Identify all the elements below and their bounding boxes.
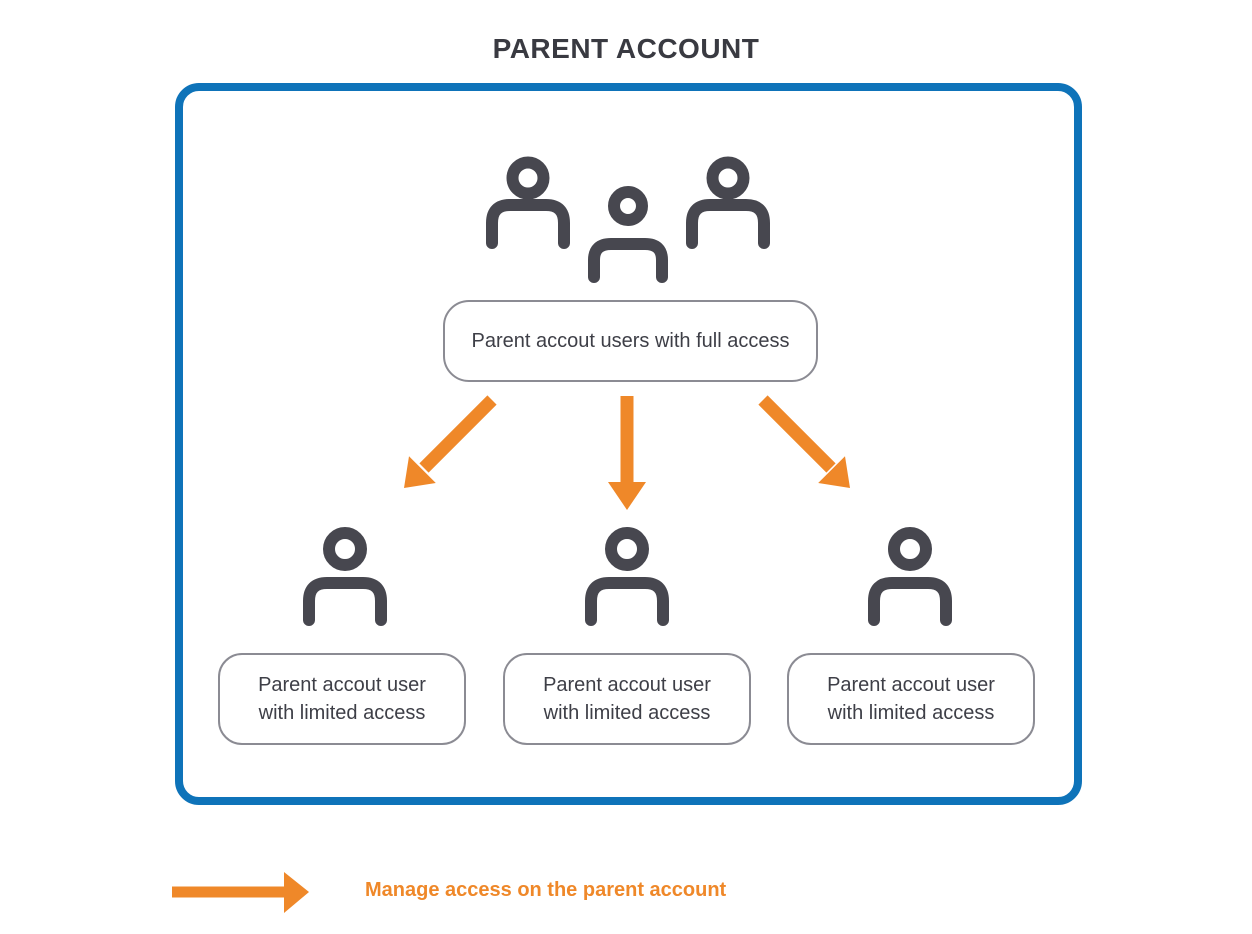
users-group-icon <box>486 156 770 283</box>
down-right-arrow-icon <box>758 395 850 488</box>
limited-access-label-line: with limited access <box>543 702 711 724</box>
user-icon <box>303 527 387 626</box>
down-left-arrow-icon <box>404 395 497 488</box>
limited-access-node: Parent accout user with limited access <box>787 653 1035 745</box>
parent-users-full-access-label: Parent accout users with full access <box>471 329 790 352</box>
page-title: PARENT ACCOUNT <box>492 33 760 64</box>
limited-access-label-line: Parent accout user <box>827 674 995 696</box>
limited-access-label-line: with limited access <box>258 702 426 724</box>
parent-users-full-access-node: Parent accout users with full access <box>443 300 818 382</box>
limited-access-label-line: Parent accout user <box>543 674 711 696</box>
manage-access-arrows <box>404 395 850 510</box>
limited-access-node: Parent accout user with limited access <box>503 653 751 745</box>
user-icon <box>868 527 952 626</box>
limited-access-label-line: Parent accout user <box>258 674 426 696</box>
down-arrow-icon <box>608 396 646 510</box>
limited-access-node: Parent accout user with limited access <box>218 653 466 745</box>
limited-access-label-line: with limited access <box>827 702 995 724</box>
legend-label: Manage access on the parent account <box>365 879 727 901</box>
user-icon <box>585 527 669 626</box>
right-arrow-icon <box>172 872 309 913</box>
